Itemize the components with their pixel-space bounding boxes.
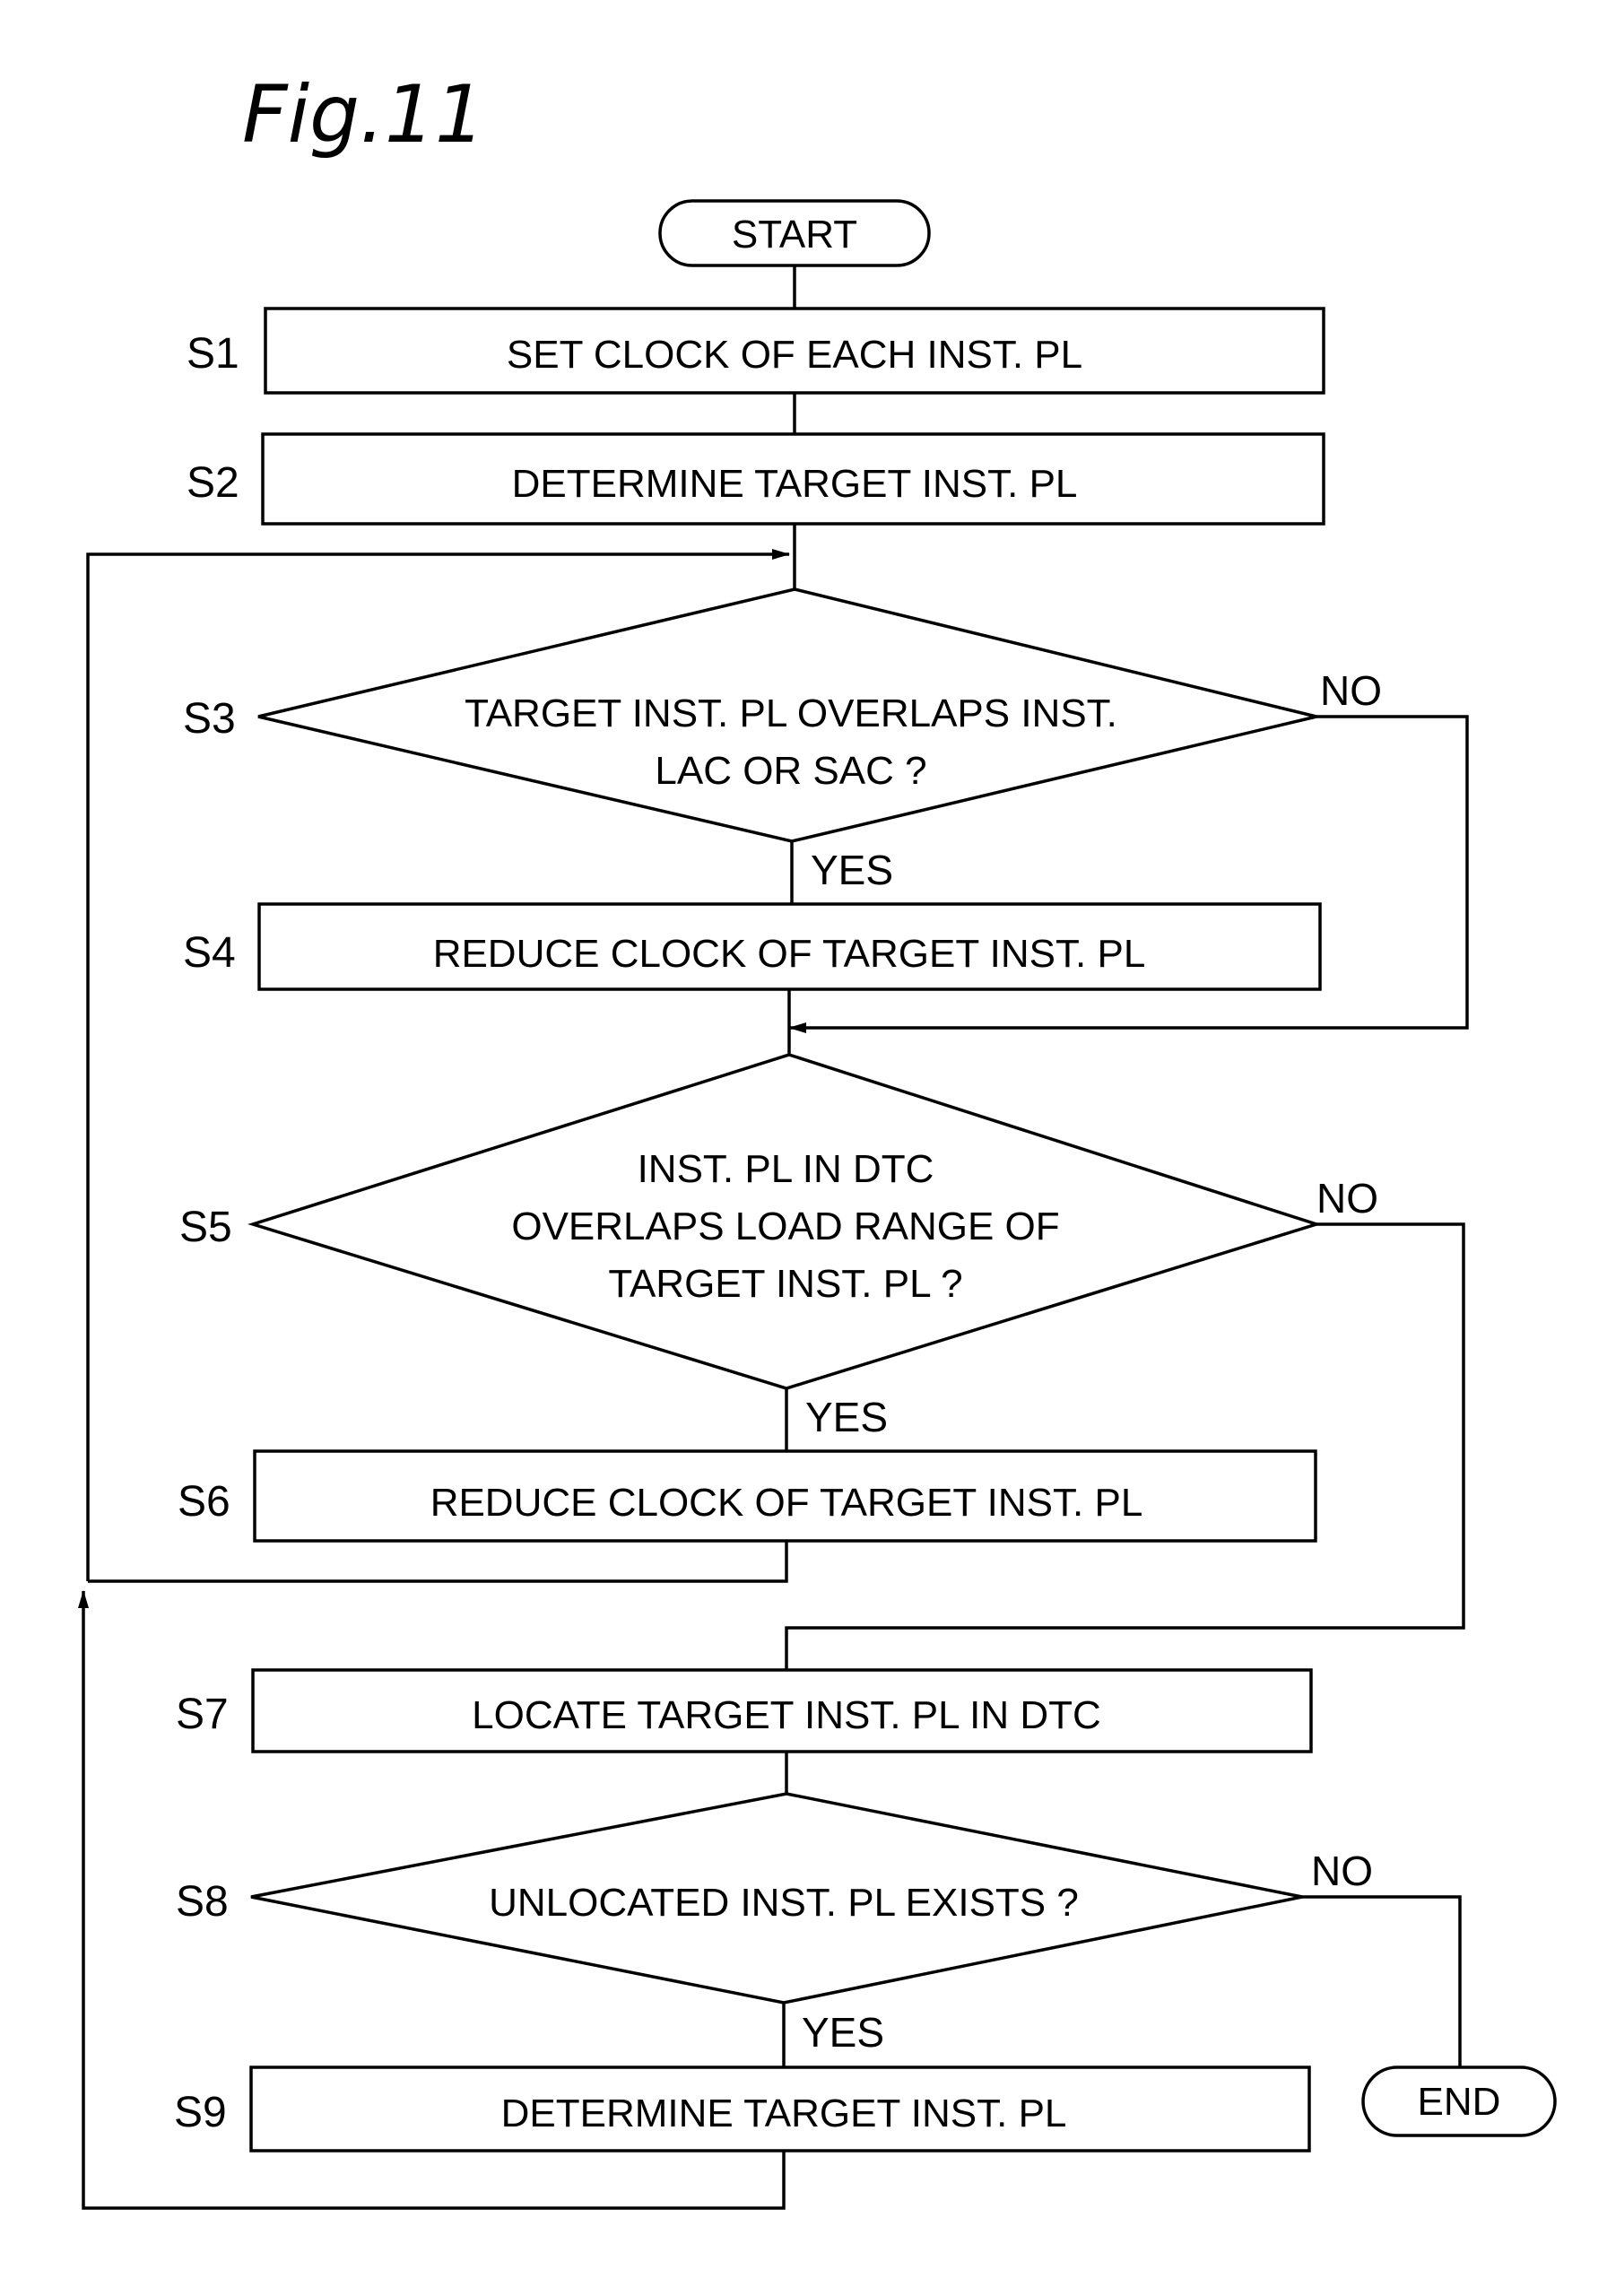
s2-label: S2 [187,459,239,507]
loop-return-to-s3 [86,549,790,1581]
s8-no-label: NO [1311,1848,1373,1894]
s5-label: S5 [179,1204,232,1251]
s6-label: S6 [178,1478,230,1526]
branch-s5-no [785,1222,1465,1670]
end-label: END [1418,2080,1501,2124]
s6-text: REDUCE CLOCK OF TARGET INST. PL [430,1481,1143,1525]
s3-yes-label: YES [811,847,893,893]
s2-box [261,432,1325,526]
s8-line-1: UNLOCATED INST. PL EXISTS ? [489,1881,1079,1925]
s5-no-label: NO [1316,1175,1378,1222]
s7-box [251,1668,1313,1753]
s4-label: S4 [183,929,236,977]
loop-s9-return [78,1590,786,2210]
s1-label: S1 [187,330,239,378]
s9-box [249,2066,1311,2152]
s3-line-1: TARGET INST. PL OVERLAPS INST. [465,691,1117,735]
s3-line-2: LAC OR SAC ? [655,749,926,793]
s5-yes-label: YES [805,1394,888,1440]
s8-yes-label: YES [802,2009,884,2056]
figure-title: Fig.11 [242,68,485,161]
connector-s6-loop [88,1541,788,1583]
branch-s3-no [788,715,1469,1033]
s1-text: SET CLOCK OF EACH INST. PL [507,333,1082,377]
s8-decision [250,1792,1303,2005]
s9-text: DETERMINE TARGET INST. PL [501,2092,1067,2135]
s8-label: S8 [176,1878,229,1926]
s7-text: LOCATE TARGET INST. PL IN DTC [472,1693,1101,1737]
s3-decision [257,587,1317,843]
start-label: START [732,213,857,257]
s3-label: S3 [183,695,236,743]
end-terminal [1361,2066,1557,2137]
s4-box [257,902,1322,991]
s5-line-1: INST. PL IN DTC [638,1147,934,1191]
s5-line-3: TARGET INST. PL ? [608,1262,962,1306]
s3-no-label: NO [1320,667,1382,714]
s5-decision [248,1053,1322,1390]
s6-box [253,1449,1317,1543]
s2-text: DETERMINE TARGET INST. PL [512,462,1078,506]
s7-label: S7 [176,1691,229,1738]
s1-box [264,307,1325,395]
s5-line-2: OVERLAPS LOAD RANGE OF [511,1205,1059,1248]
s9-label: S9 [174,2089,227,2136]
s4-text: REDUCE CLOCK OF TARGET INST. PL [433,932,1146,976]
branch-s8-no [1302,1895,1462,2067]
